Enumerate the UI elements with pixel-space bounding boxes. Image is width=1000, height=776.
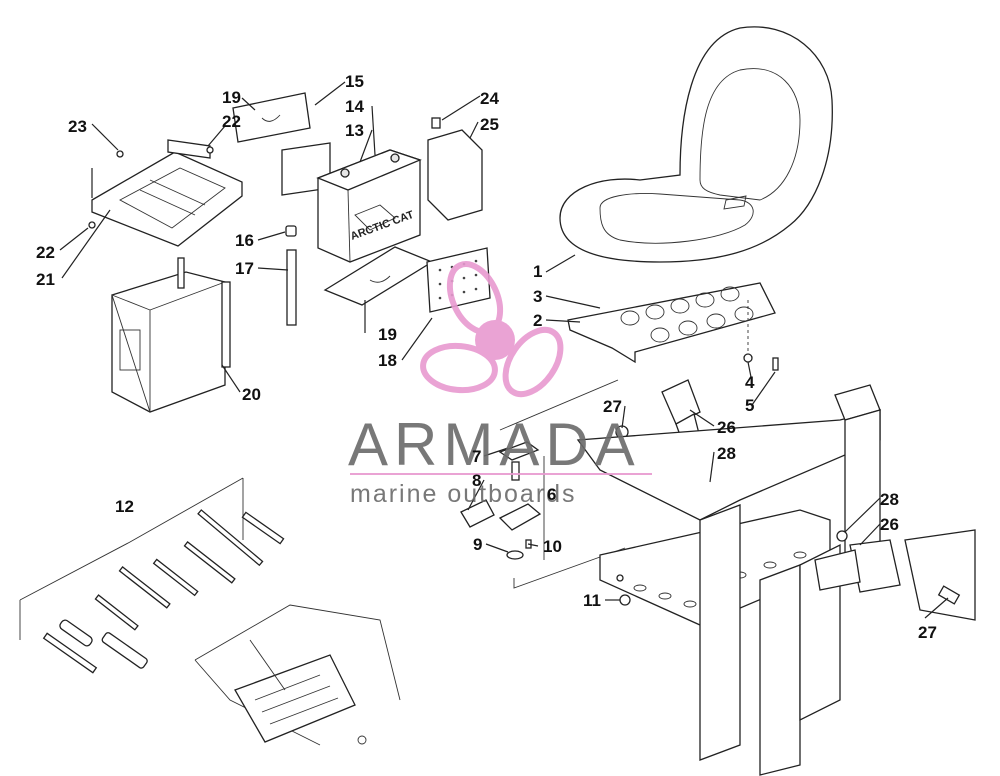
rod [285, 225, 297, 326]
callout-9: 9 [473, 535, 482, 554]
callout-14: 14 [345, 97, 364, 116]
battery-box [111, 257, 231, 413]
seat-base [567, 282, 779, 371]
watermark: ARMADA marine outboards [348, 261, 652, 508]
callout-2: 2 [533, 311, 542, 330]
seat-belt-lower [814, 529, 976, 621]
frame [576, 384, 881, 776]
floor-panel [194, 604, 401, 746]
callout-15: 15 [345, 72, 364, 91]
callout-23: 23 [68, 117, 87, 136]
tool-kit [19, 477, 285, 674]
callout-4: 4 [745, 373, 755, 392]
callout-25: 25 [480, 115, 499, 134]
callout-19-top: 19 [222, 88, 241, 107]
callout-10: 10 [543, 537, 562, 556]
battery: ARCTIC CAT [316, 149, 422, 263]
callout-24: 24 [480, 89, 499, 108]
callout-20: 20 [242, 385, 261, 404]
callout-labels: 1 2 3 4 5 6 7 8 9 10 11 12 13 14 15 16 1… [36, 72, 937, 642]
callout-5: 5 [745, 396, 754, 415]
callout-22-bottom: 22 [36, 243, 55, 262]
callout-26-bottom: 26 [880, 515, 899, 534]
callout-18: 18 [378, 351, 397, 370]
callout-16: 16 [235, 231, 254, 250]
seat [559, 26, 833, 263]
watermark-tagline: marine outboards [350, 480, 577, 508]
callout-27-top: 27 [603, 397, 622, 416]
callout-7: 7 [472, 447, 481, 466]
callout-12: 12 [115, 497, 134, 516]
cover [427, 117, 483, 221]
callout-13: 13 [345, 121, 364, 140]
callout-3: 3 [533, 287, 542, 306]
callout-11: 11 [583, 591, 601, 610]
callout-6: 6 [547, 485, 556, 504]
battery-tray [88, 139, 243, 247]
callout-17: 17 [235, 259, 254, 278]
pad-top [232, 92, 331, 196]
callout-8: 8 [472, 471, 481, 490]
leader-lines [59, 81, 949, 619]
callout-27-bottom: 27 [918, 623, 937, 642]
callout-1: 1 [533, 262, 542, 281]
callout-22-top: 22 [222, 112, 241, 131]
latch-assembly [460, 379, 626, 589]
watermark-brand: ARMADA [348, 411, 641, 478]
callout-21: 21 [36, 270, 55, 289]
callout-28-top: 28 [717, 444, 736, 463]
callout-19-bottom: 19 [378, 325, 397, 344]
callout-26-top: 26 [717, 418, 736, 437]
propeller-logo-icon [420, 261, 564, 398]
callout-28-bottom: 28 [880, 490, 899, 509]
